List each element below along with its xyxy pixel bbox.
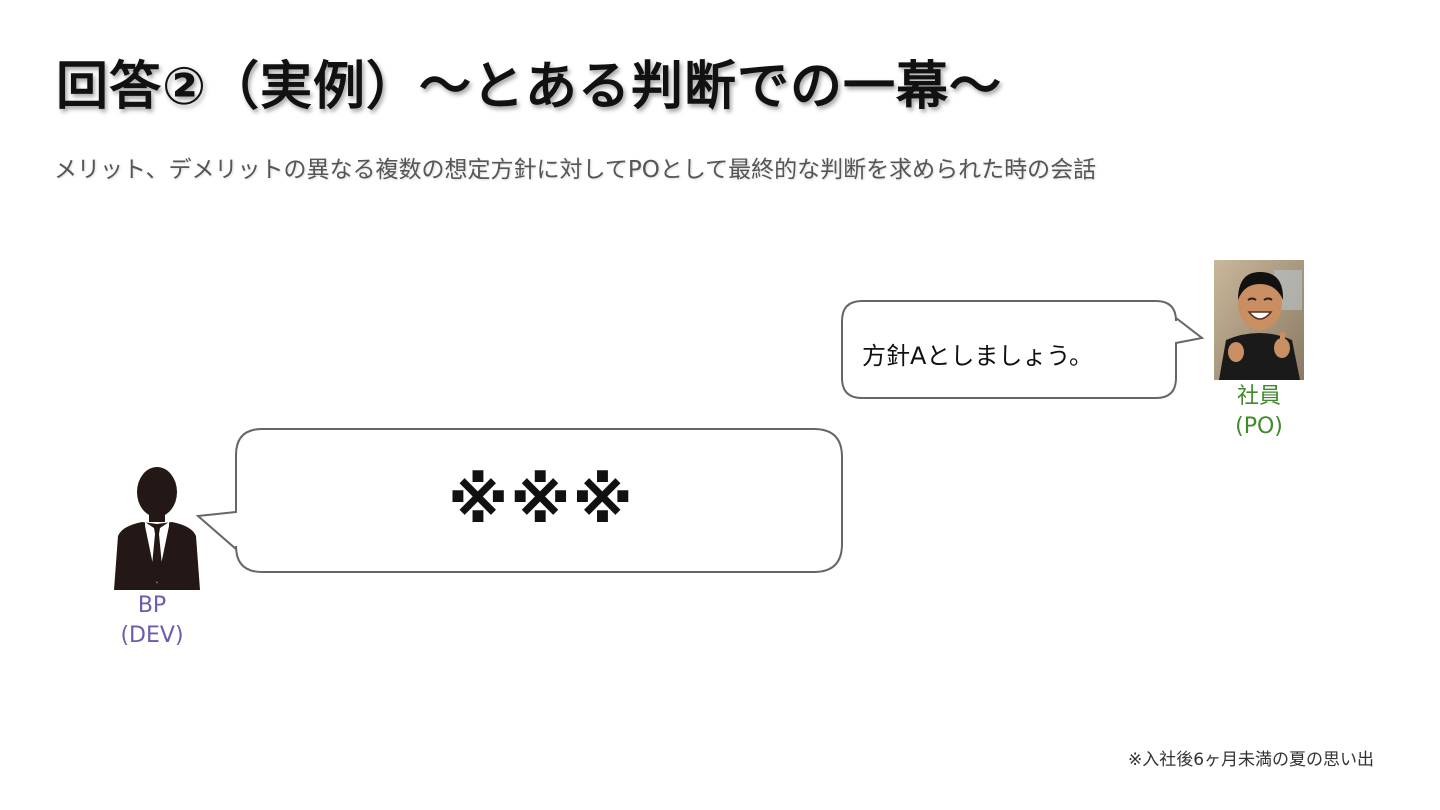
slide-subtitle: メリット、デメリットの異なる複数の想定方針に対してPOとして最終的な判断を求めら… <box>54 157 1097 183</box>
po-label-role: (PO) <box>1235 414 1283 439</box>
dev-label-name: BP <box>137 593 167 618</box>
dev-label-role: (DEV) <box>120 623 184 648</box>
businessman-silhouette-icon <box>114 467 200 590</box>
po-label-name: 社員 <box>1236 384 1281 409</box>
po-speech-text: 方針Aとしましょう。 <box>862 342 1093 370</box>
po-photo <box>1214 260 1304 380</box>
dev-label: BP (DEV) <box>107 591 197 651</box>
slide-title: 回答②（実例）〜とある判断での一幕〜 <box>56 57 1003 117</box>
po-label: 社員 (PO) <box>1214 382 1304 442</box>
dev-speech-text: ※※※ <box>448 464 635 537</box>
footnote: ※入社後6ヶ月未満の夏の思い出 <box>1128 750 1375 770</box>
